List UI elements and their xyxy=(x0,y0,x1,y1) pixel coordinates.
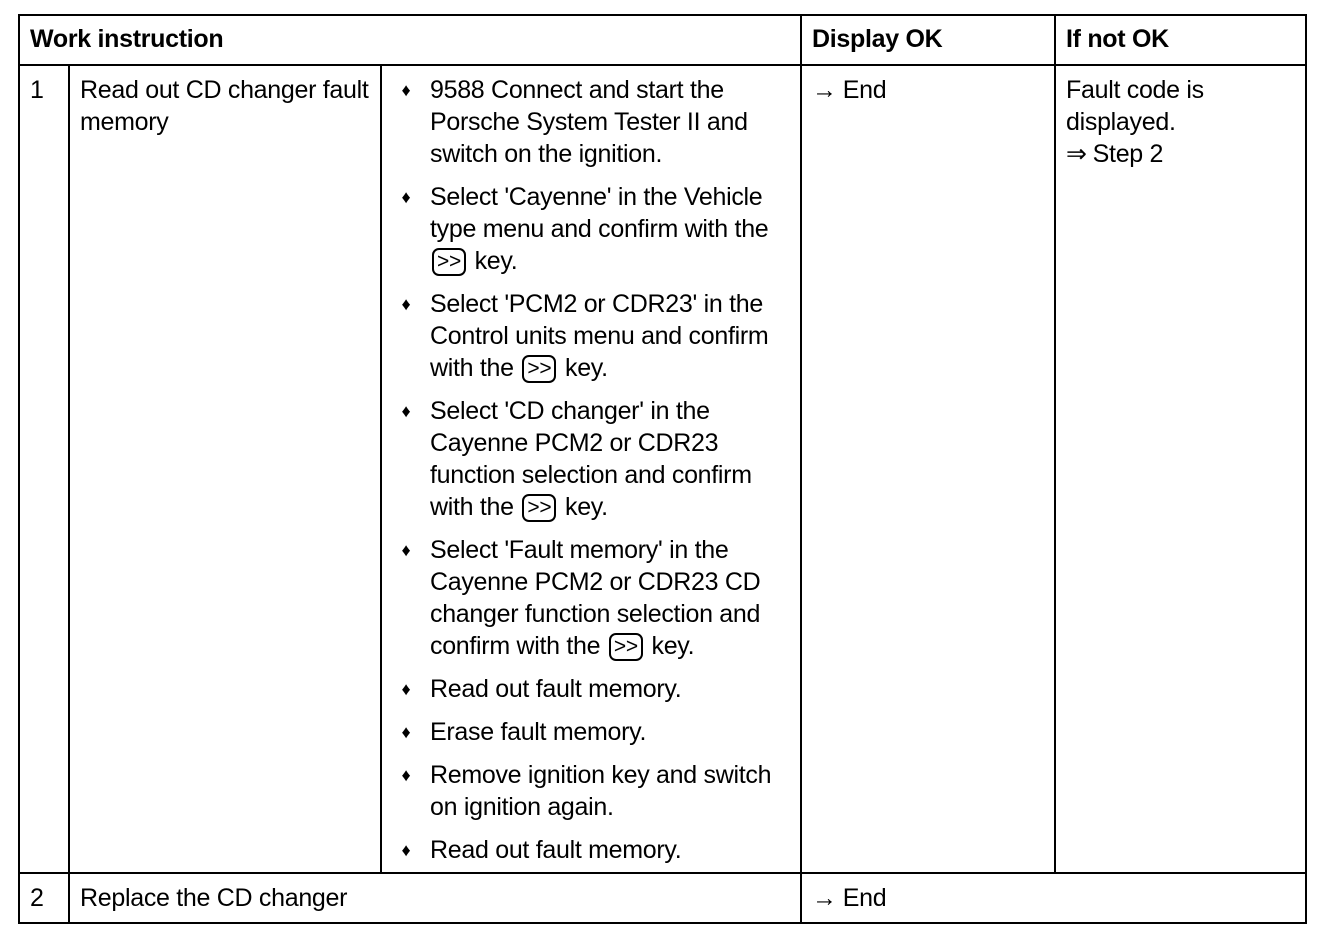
right-arrow-icon: → xyxy=(812,884,837,912)
fault-code-text: Fault code is displayed. xyxy=(1066,76,1204,136)
action-item: ♦ Read out fault memory. xyxy=(392,673,790,705)
if-not-ok-cell: Fault code is displayed. ⇒Step 2 xyxy=(1054,64,1308,874)
work-instruction-table: Work instruction Display OK If not OK 1 … xyxy=(17,14,1308,924)
diamond-bullet-icon: ♦ xyxy=(401,722,411,742)
diamond-bullet-icon: ♦ xyxy=(401,679,411,699)
action-text-suffix: key. xyxy=(558,493,608,521)
action-text: Select 'CD changer' in the Cayenne PCM2 … xyxy=(430,397,752,521)
display-ok-text: End xyxy=(842,76,887,104)
header-display-ok: Display OK xyxy=(800,14,1057,66)
header-if-not-ok: If not OK xyxy=(1054,14,1308,66)
step-number: 2 xyxy=(18,872,70,924)
action-item: ♦ Erase fault memory. xyxy=(392,716,790,748)
action-item: ♦ Read out fault memory. xyxy=(392,834,790,866)
next-step-reference: ⇒Step 2 xyxy=(1066,138,1295,170)
diamond-bullet-icon: ♦ xyxy=(401,540,411,560)
action-list: ♦ 9588 Connect and start the Porsche Sys… xyxy=(392,74,790,866)
display-ok-cell: →End xyxy=(800,64,1057,874)
action-item: ♦ Select 'Fault memory' in the Cayenne P… xyxy=(392,534,790,662)
table-row-step-2: 2 Replace the CD changer →End xyxy=(18,872,1308,924)
action-item: ♦ Select 'CD changer' in the Cayenne PCM… xyxy=(392,395,790,523)
action-text: Select 'Fault memory' in the Cayenne PCM… xyxy=(430,536,761,660)
double-right-arrow-icon: ⇒ xyxy=(1066,140,1087,168)
action-item: ♦ Remove ignition key and switch on igni… xyxy=(392,759,790,823)
diamond-bullet-icon: ♦ xyxy=(401,187,411,207)
next-step-text: Step 2 xyxy=(1092,140,1164,168)
action-text-suffix: key. xyxy=(467,247,518,275)
header-work-instruction: Work instruction xyxy=(17,14,803,66)
action-item: ♦ Select 'PCM2 or CDR23' in the Control … xyxy=(392,288,790,384)
action-text: Read out fault memory. xyxy=(430,836,682,864)
action-item: ♦ Select 'Cayenne' in the Vehicle type m… xyxy=(392,181,790,277)
action-text: Read out fault memory. xyxy=(430,675,682,703)
forward-key-icon: >> xyxy=(522,355,557,383)
diamond-bullet-icon: ♦ xyxy=(401,840,411,860)
action-text-suffix: key. xyxy=(644,632,695,660)
diamond-bullet-icon: ♦ xyxy=(401,765,411,785)
action-text-suffix: key. xyxy=(558,354,608,382)
table-header-row: Work instruction Display OK If not OK xyxy=(17,14,1308,66)
forward-key-icon: >> xyxy=(608,633,643,661)
action-text: Erase fault memory. xyxy=(430,718,647,746)
action-text: 9588 Connect and start the Porsche Syste… xyxy=(430,76,748,168)
right-arrow-icon: → xyxy=(812,76,837,104)
diamond-bullet-icon: ♦ xyxy=(401,294,411,314)
step-actions-cell: ♦ 9588 Connect and start the Porsche Sys… xyxy=(379,64,803,874)
forward-key-icon: >> xyxy=(522,494,557,522)
forward-key-icon: >> xyxy=(432,248,466,276)
diamond-bullet-icon: ♦ xyxy=(401,401,411,421)
table-row-step-1: 1 Read out CD changer fault memory ♦ 958… xyxy=(18,64,1308,874)
action-item: ♦ 9588 Connect and start the Porsche Sys… xyxy=(392,74,790,170)
step-number: 1 xyxy=(18,64,70,874)
action-text: Remove ignition key and switch on igniti… xyxy=(430,761,772,821)
diamond-bullet-icon: ♦ xyxy=(401,80,411,100)
display-ok-cell: →End xyxy=(800,872,1308,924)
action-text: Select 'PCM2 or CDR23' in the Control un… xyxy=(430,290,769,382)
display-ok-text: End xyxy=(842,884,887,912)
step-instruction: Replace the CD changer xyxy=(67,872,803,924)
action-text: Select 'Cayenne' in the Vehicle type men… xyxy=(430,183,769,243)
step-instruction: Read out CD changer fault memory xyxy=(68,64,382,874)
